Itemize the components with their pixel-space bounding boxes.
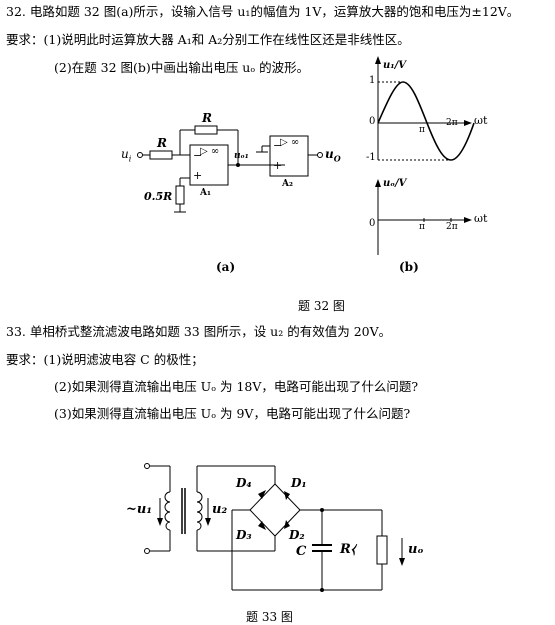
bottom-x-pi: π bbox=[419, 222, 425, 232]
fig-a-caption: (a) bbox=[216, 260, 236, 274]
diode-d4 bbox=[258, 490, 266, 499]
ui-terminal bbox=[137, 152, 143, 158]
opamp-a2 bbox=[269, 135, 309, 177]
uo1-label: uₒ₁ bbox=[234, 151, 249, 161]
q32-line2: 要求：(1)说明此时运算放大器 A₁和 A₂分别工作在线性区还是非线性区。 bbox=[6, 32, 410, 47]
uo-label: uO bbox=[325, 147, 341, 164]
resistor-rl bbox=[376, 535, 388, 565]
rl-label: R⧼ bbox=[340, 542, 356, 557]
bottom-origin: 0 bbox=[369, 218, 376, 229]
d3-label: D₃ bbox=[236, 528, 252, 542]
r-in-label: R bbox=[157, 136, 167, 150]
r-fb-label: R bbox=[202, 111, 212, 125]
u2-label: u₂ bbox=[212, 502, 228, 517]
q33-line2: 要求：(1)说明滤波电容 C 的极性； bbox=[6, 352, 204, 367]
top-x-pi: π bbox=[419, 125, 425, 135]
bottom-x-2pi: 2π bbox=[446, 222, 458, 232]
a1-label: A₁ bbox=[200, 188, 211, 198]
05r-label: 0.5R bbox=[144, 190, 173, 203]
q33-line1: 33. 单相桥式整流滤波电路如题 33 图所示，设 u₂ 的有效值为 20V。 bbox=[6, 324, 392, 339]
primary-coil bbox=[164, 491, 171, 531]
a2-minus: − bbox=[273, 139, 283, 152]
q33-line3: (2)如果测得直流输出电压 Uₒ 为 18V，电路可能出现了什么问题? bbox=[54, 379, 419, 394]
u1-label: ~u₁ bbox=[126, 502, 153, 517]
c-label: C bbox=[296, 544, 307, 559]
q33-line4: (3)如果测得直流输出电压 Uₒ 为 9V，电路可能出现了什么问题? bbox=[54, 406, 411, 421]
a1-minus: − bbox=[193, 149, 203, 162]
bottom-ylabel: uₒ/V bbox=[383, 178, 407, 189]
sine-wave bbox=[377, 81, 475, 161]
diode-d3 bbox=[258, 521, 266, 530]
a2-label: A₂ bbox=[282, 179, 293, 189]
tick-neg1: -1 bbox=[366, 152, 376, 163]
diode-d2 bbox=[284, 520, 290, 529]
bridge-rectifier bbox=[249, 483, 301, 537]
q32-line3: (2)在题 32 图(b)中画出输出电压 uₒ 的波形。 bbox=[54, 60, 310, 75]
d2-label: D₂ bbox=[289, 528, 305, 542]
top-x-2pi: 2π bbox=[446, 118, 458, 128]
top-origin: 0 bbox=[369, 116, 376, 127]
fig32-caption: 题 32 图 bbox=[298, 299, 345, 313]
ui-label: ui bbox=[121, 147, 132, 164]
tick-pos1: 1 bbox=[369, 75, 376, 86]
secondary-coil bbox=[196, 491, 203, 531]
fig33-caption: 题 33 图 bbox=[246, 610, 293, 624]
bottom-xlabel: ωt bbox=[474, 212, 488, 225]
q32-line1: 32. 电路如题 32 图(a)所示，设输入信号 u₁的幅值为 1V，运算放大器… bbox=[6, 4, 520, 19]
d4-label: D₄ bbox=[236, 476, 252, 490]
fig-b-caption: (b) bbox=[399, 260, 419, 274]
uo-label-33: uₒ bbox=[408, 542, 424, 557]
a2-symbol: ▷ ∞ bbox=[280, 137, 300, 148]
a1-plus: + bbox=[193, 169, 203, 182]
diode-d1 bbox=[284, 491, 290, 500]
uo-terminal bbox=[317, 152, 323, 158]
top-ylabel: u₁/V bbox=[383, 60, 407, 71]
d1-label: D₁ bbox=[291, 476, 307, 490]
top-xlabel: ωt bbox=[474, 114, 488, 127]
a2-plus: + bbox=[273, 159, 283, 172]
a1-symbol: ▷ ∞ bbox=[200, 146, 220, 157]
